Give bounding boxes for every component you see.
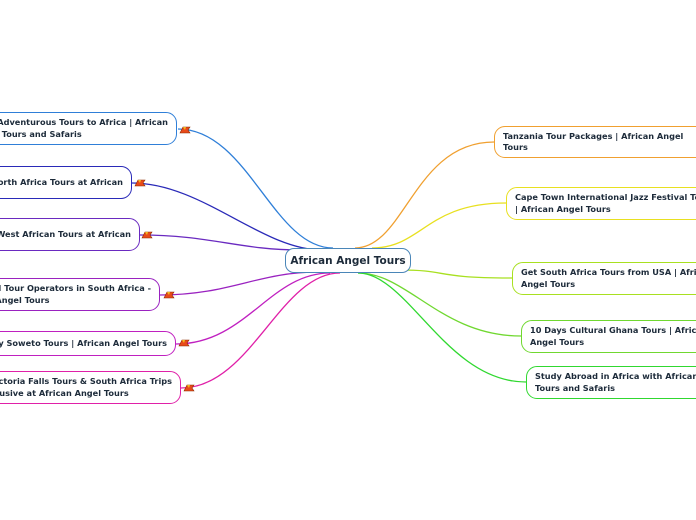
topic-node-left-5[interactable]: l Day Soweto Tours | African Angel Tours xyxy=(0,331,176,356)
topic-line: Cape Town International Jazz Festival To… xyxy=(515,192,696,203)
topic-line: Tours xyxy=(503,142,528,152)
connector-left-2 xyxy=(131,182,323,251)
connector-right-3 xyxy=(399,269,513,279)
topic-line: Angel Tours xyxy=(521,278,576,289)
topic-line: Inclusive at African Angel Tours xyxy=(0,387,129,398)
topic-line: t Adventurous Tours to Africa | African xyxy=(0,117,168,128)
topic-node-right-5[interactable]: Study Abroad in Africa with African An T… xyxy=(526,366,696,399)
topic-node-left-1[interactable]: t Adventurous Tours to Africa | African … xyxy=(0,112,177,145)
topic-line: West African Tours at African xyxy=(0,228,131,239)
flag-icon xyxy=(183,384,195,392)
topic-node-right-4[interactable]: 10 Days Cultural Ghana Tours | African A… xyxy=(521,320,696,353)
central-topic-label: African Angel Tours xyxy=(290,254,406,267)
topic-node-right-1[interactable]: Tanzania Tour Packages | African Angel T… xyxy=(494,126,696,158)
topic-line: | African Angel Tours xyxy=(515,203,611,214)
connector-left-4 xyxy=(159,271,319,296)
flag-icon xyxy=(178,339,190,347)
topic-node-left-6[interactable]: t Victoria Falls Tours & South Africa Tr… xyxy=(0,371,181,404)
connector-left-6 xyxy=(180,272,341,389)
connector-left-5 xyxy=(175,272,331,345)
topic-node-left-4[interactable]: d Tour Operators in South Africa - Angel… xyxy=(0,278,160,311)
central-topic[interactable]: African Angel Tours xyxy=(285,248,411,273)
topic-node-left-3[interactable]: West African Tours at African xyxy=(0,218,140,251)
topic-node-left-2[interactable]: orth Africa Tours at African xyxy=(0,166,132,199)
flag-icon xyxy=(163,291,175,299)
connector-right-5 xyxy=(357,272,527,383)
topic-node-right-3[interactable]: Get South Africa Tours from USA | Africa… xyxy=(512,262,696,295)
connector-right-2 xyxy=(371,202,507,249)
connector-left-3 xyxy=(139,234,301,251)
topic-node-right-2[interactable]: Cape Town International Jazz Festival To… xyxy=(506,187,696,220)
topic-line: orth Africa Tours at African xyxy=(0,176,123,187)
topic-line: Angel Tours xyxy=(0,294,50,305)
topic-line: Study Abroad in Africa with African An xyxy=(535,371,696,382)
flag-icon xyxy=(134,179,146,187)
connector-right-1 xyxy=(354,141,495,249)
connector-right-4 xyxy=(357,272,522,337)
topic-line: l Day Soweto Tours | African Angel Tours xyxy=(0,337,167,348)
topic-line: Get South Africa Tours from USA | Africa… xyxy=(521,267,696,278)
connector-left-1 xyxy=(177,128,334,249)
flag-icon xyxy=(179,126,191,134)
topic-line: Tours and Safaris xyxy=(535,382,616,393)
flag-icon xyxy=(141,231,153,239)
topic-line: Tanzania Tour Packages | African Angel xyxy=(503,130,684,141)
topic-line: d Tour Operators in South Africa - xyxy=(0,283,151,294)
topic-line: Angel Tours xyxy=(530,336,585,347)
topic-line: el Tours and Safaris xyxy=(0,128,82,139)
topic-line: t Victoria Falls Tours & South Africa Tr… xyxy=(0,376,172,387)
topic-line: 10 Days Cultural Ghana Tours | African xyxy=(530,325,696,336)
